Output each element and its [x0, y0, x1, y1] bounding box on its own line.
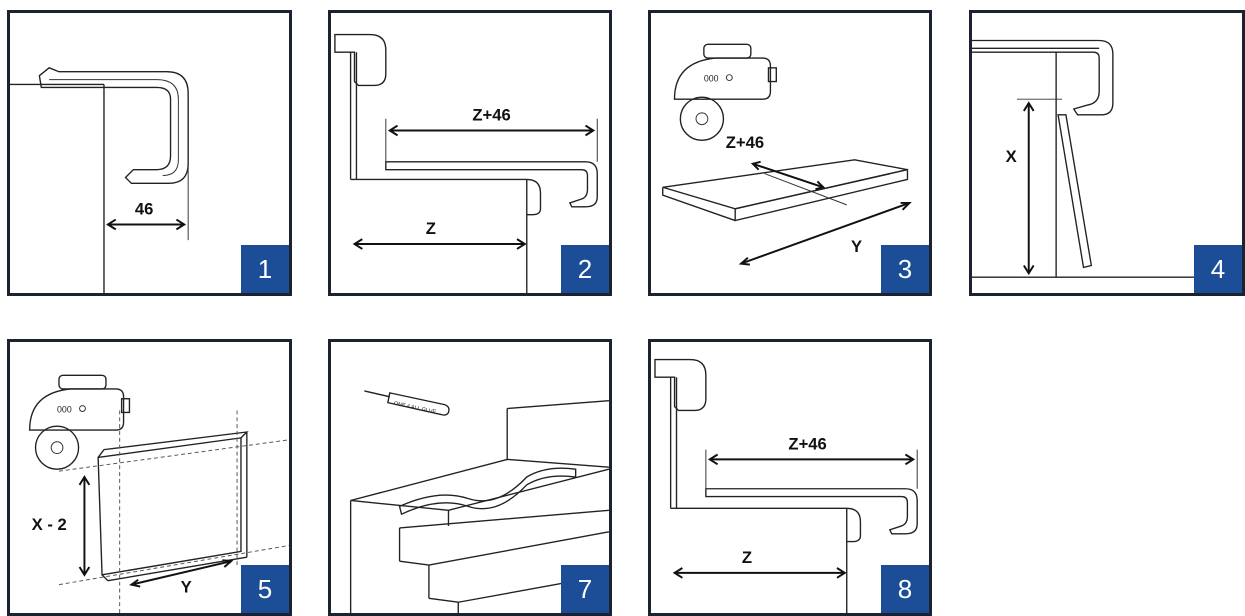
circular-saw-icon: 000 [673, 43, 777, 141]
step-number-badge: 5 [241, 565, 289, 613]
step-number-badge: 1 [241, 245, 289, 293]
dimension-x-label: X [1006, 147, 1017, 166]
step-3-panel: 000 Z+46 Y 3 [648, 10, 932, 296]
dimension-46-label: 46 [135, 200, 154, 219]
step-number-badge: 2 [561, 245, 609, 293]
svg-text:000: 000 [57, 404, 72, 414]
step-number-badge: 3 [881, 245, 929, 293]
glue-tube-text: ONE 4 ALL GLUE [393, 401, 437, 416]
step-7-illustration: ONE 4 ALL GLUE [349, 390, 609, 613]
step-3-illustration: 000 Z+46 Y [662, 43, 912, 266]
dimension-z46-label: Z+46 [788, 435, 826, 454]
step-7-panel: ONE 4 ALL GLUE 7 [328, 339, 612, 616]
dimension-z46-label: Z+46 [472, 106, 510, 125]
dimension-z-label: Z [426, 219, 436, 238]
step-1-panel: 46 1 [7, 10, 292, 296]
step-4-panel: X 4 [969, 10, 1245, 296]
dimension-x-minus-2-label: X - 2 [32, 515, 67, 534]
dimension-z46-label: Z+46 [726, 133, 764, 152]
step-number-badge: 4 [1194, 245, 1242, 293]
svg-text:000: 000 [704, 74, 719, 84]
dimension-y-label: Y [181, 577, 192, 596]
step-4-illustration: X [972, 39, 1242, 278]
step-5-panel: 000 X - 2 Y 5 [7, 339, 292, 616]
step-2-panel: Z+46 Z 2 [328, 10, 612, 296]
step-2-illustration: Z+46 Z [334, 33, 598, 293]
dimension-z-label: Z [742, 548, 752, 567]
glue-tube-icon: ONE 4 ALL GLUE [364, 390, 450, 416]
circular-saw-icon: 000 [28, 374, 131, 470]
step-5-illustration: 000 X - 2 Y [28, 374, 289, 613]
step-1-illustration: 46 [10, 67, 189, 293]
step-8-illustration: Z+46 Z [654, 358, 918, 613]
dimension-y-label: Y [851, 237, 862, 256]
step-number-badge: 7 [561, 565, 609, 613]
step-8-panel: Z+46 Z 8 [648, 339, 932, 616]
step-number-badge: 8 [881, 565, 929, 613]
